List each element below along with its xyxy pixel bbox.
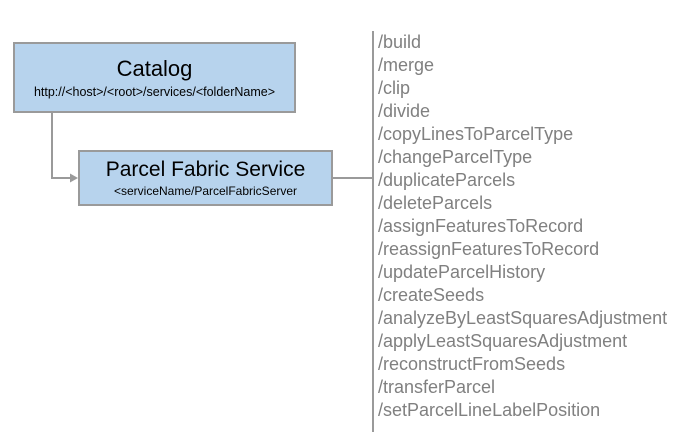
node-catalog-subtitle: http://<host>/<root>/services/<folderNam… [33,84,276,99]
operation-item: /applyLeastSquaresAdjustment [378,331,628,351]
operation-item: /assignFeaturesToRecord [378,216,584,236]
connector-catalog-to-service [51,113,70,179]
arrowhead-icon [70,173,78,183]
node-catalog: Catalog http://<host>/<root>/services/<f… [13,42,296,113]
node-catalog-title: Catalog [116,55,193,81]
node-parcel-fabric-service-subtitle: <serviceName/ParcelFabricServer [113,184,298,198]
operations-list: /build /merge /clip /divide /copyLinesTo… [378,31,683,422]
operation-item: /reassignFeaturesToRecord [378,239,600,259]
operation-item: /changeParcelType [378,147,533,167]
operation-item: /createSeeds [378,285,485,305]
operation-item: /deleteParcels [378,193,493,213]
operation-item: /build [378,32,422,52]
operation-item: /duplicateParcels [378,170,516,190]
node-parcel-fabric-service: Parcel Fabric Service <serviceName/Parce… [78,150,333,206]
operation-item: /clip [378,78,411,98]
node-parcel-fabric-service-title: Parcel Fabric Service [105,158,306,181]
operation-item: /divide [378,101,431,121]
operation-item: /copyLinesToParcelType [378,124,574,144]
operation-item: /updateParcelHistory [378,262,546,282]
operation-item: /transferParcel [378,377,496,397]
operation-item: /reconstructFromSeeds [378,354,566,374]
operation-item: /setParcelLineLabelPosition [378,400,601,420]
operation-item: /merge [378,55,435,75]
operation-item: /analyzeByLeastSquaresAdjustment [378,308,668,328]
